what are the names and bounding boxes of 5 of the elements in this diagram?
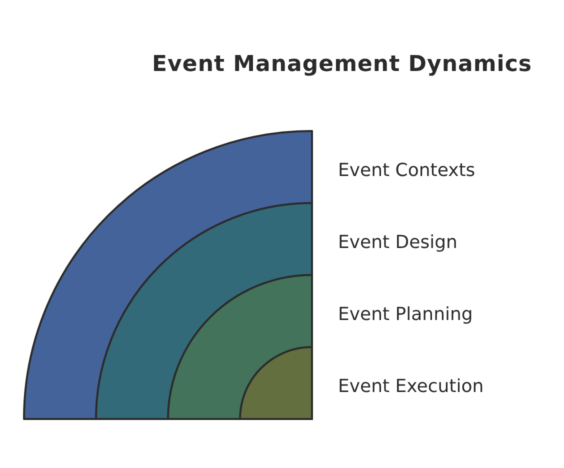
diagram-title: Event Management Dynamics — [151, 52, 533, 77]
band-label: Event Contexts — [338, 160, 476, 181]
band-label: Event Design — [338, 232, 458, 253]
band-label: Event Planning — [338, 304, 473, 325]
band-label: Event Execution — [338, 376, 484, 397]
